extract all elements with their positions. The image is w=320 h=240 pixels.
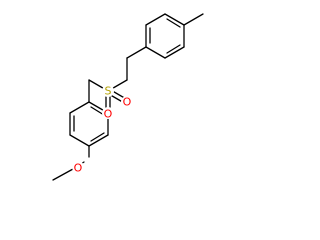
sulfur-atom-label: S <box>105 85 112 98</box>
atom-background <box>72 161 84 173</box>
bond <box>145 46 166 59</box>
bond <box>145 13 166 26</box>
atom-background <box>121 96 133 108</box>
double-bond-inner <box>166 18 181 28</box>
methoxy-bond <box>52 168 74 181</box>
oxygen-atom-label: O <box>104 108 113 121</box>
bond <box>69 101 90 114</box>
bond <box>164 13 185 26</box>
tolyl-ring <box>145 13 185 59</box>
methyl-bond <box>183 13 204 26</box>
oxygen-atom-label: O <box>123 96 132 109</box>
atom-background <box>102 107 114 119</box>
methoxy-oxygen-label: O <box>74 162 83 175</box>
atom-background <box>102 85 114 97</box>
double-bond-inner <box>166 44 181 54</box>
anisyl-ring <box>69 101 109 147</box>
bond <box>69 134 90 147</box>
bond <box>126 46 147 59</box>
double-bond-inner <box>90 132 105 142</box>
bond <box>164 46 185 59</box>
structure-diagram: S O O O <box>52 13 204 181</box>
bond <box>88 134 109 147</box>
double-bond-inner <box>90 106 105 116</box>
